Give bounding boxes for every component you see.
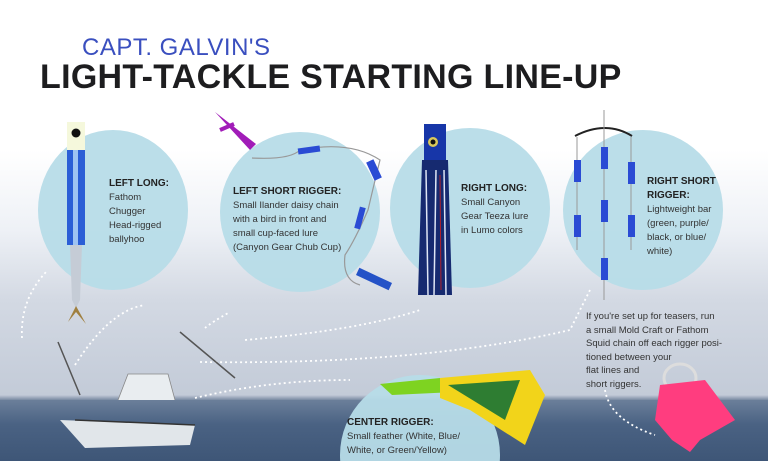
left-short-rigger-circle (220, 132, 380, 292)
daisy-chain-icon (215, 112, 393, 291)
arrow-right-short (199, 289, 591, 364)
header-kicker: CAPT. GALVIN'S (82, 34, 271, 61)
right-short-rigger-heading: RIGHT SHORT (647, 176, 716, 187)
label-right-long: RIGHT LONG: Small Canyon Gear Teeza lure… (461, 183, 529, 236)
left-short-rigger-heading: LEFT SHORT RIGGER: (233, 186, 342, 197)
label-left-short-rigger: LEFT SHORT RIGGER: Small Ilander daisy c… (233, 186, 342, 253)
right-long-circle (390, 128, 550, 288)
teaser-note: If you're set up for teasers, run a smal… (586, 311, 723, 390)
boat-icon (57, 331, 236, 448)
chugger-lure-icon (67, 122, 86, 324)
right-long-heading: RIGHT LONG: (461, 183, 528, 194)
squid-teaser-icon (655, 362, 735, 452)
arrow-center (194, 379, 351, 399)
label-left-long: LEFT LONG: Fathom Chugger Head-rigged ba… (109, 178, 169, 245)
arrow-boat-left-short (74, 304, 146, 366)
arrow-right-long (244, 309, 421, 341)
right-short-rigger-circle (563, 130, 723, 290)
label-right-short-rigger: RIGHT SHORT RIGGER: Lightweight bar (gre… (647, 176, 716, 257)
page-title: LIGHT-TACKLE STARTING LINE-UP (40, 58, 622, 96)
label-center-rigger: CENTER RIGGER: Small feather (White, Blu… (347, 417, 460, 456)
feather-lure-icon (380, 370, 545, 445)
spreader-bar-icon (574, 110, 635, 300)
left-long-heading: LEFT LONG: (109, 178, 169, 189)
arrow-left-long (21, 271, 47, 339)
arrow-teaser (604, 389, 656, 436)
teeza-lure-icon (418, 124, 452, 296)
center-rigger-heading: CENTER RIGGER: (347, 417, 434, 428)
left-long-circle (38, 130, 188, 290)
